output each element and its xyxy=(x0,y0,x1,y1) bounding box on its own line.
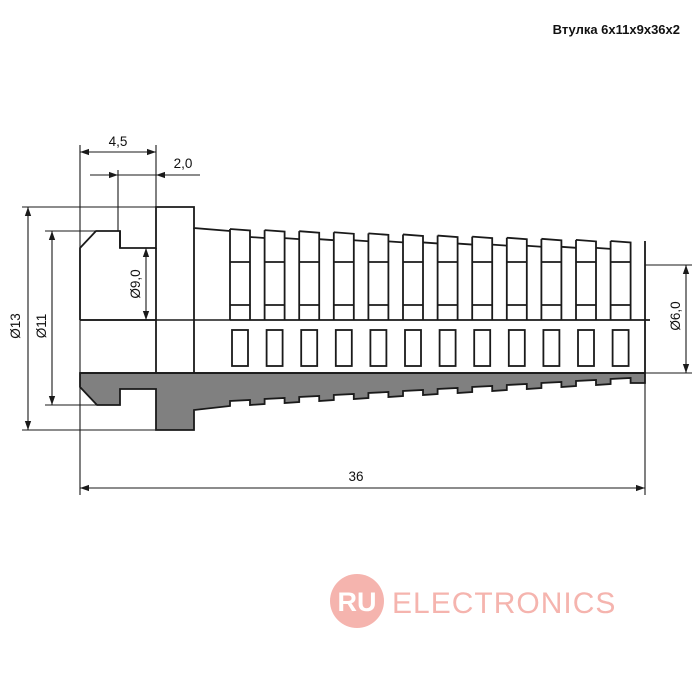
rib-window xyxy=(473,329,492,367)
rib-window xyxy=(577,329,595,367)
rib xyxy=(540,237,563,320)
page-title: Втулка 6x11x9x36x2 xyxy=(552,22,680,37)
rib-window xyxy=(300,329,319,367)
dim-4-5: 4,5 xyxy=(109,134,128,149)
rib xyxy=(436,234,459,320)
ribs-upper xyxy=(229,228,646,373)
rib-valley xyxy=(422,241,438,245)
rib-valley xyxy=(249,236,265,239)
dim-d6: Ø6,0 xyxy=(668,301,683,330)
ru-logo-text: RU xyxy=(338,587,377,617)
rib xyxy=(367,232,390,320)
rib-valley xyxy=(388,240,404,244)
rib xyxy=(575,239,597,320)
dim-36: 36 xyxy=(348,469,363,484)
rib-window xyxy=(265,329,284,367)
rib-window xyxy=(438,329,457,367)
rib-valley xyxy=(284,237,300,240)
rib xyxy=(471,235,494,320)
rib-valley xyxy=(561,245,577,249)
rib xyxy=(332,231,355,320)
rib-valley xyxy=(526,244,542,248)
rib-window xyxy=(369,329,388,367)
rib-valley xyxy=(353,239,369,243)
ru-logo-circle xyxy=(330,574,384,628)
rib-valley xyxy=(492,243,507,247)
dim-d9: Ø9,0 xyxy=(128,269,143,298)
watermark-text: ELECTRONICS xyxy=(392,587,616,620)
rib-valley xyxy=(595,247,611,250)
rib-window xyxy=(542,329,561,367)
dim-d11: Ø11 xyxy=(34,314,49,339)
rib-window xyxy=(231,329,249,367)
rib-window xyxy=(334,329,353,367)
dim-2-0: 2,0 xyxy=(174,156,193,171)
rib-window xyxy=(404,329,422,367)
rib xyxy=(609,240,632,320)
dim-d13: Ø13 xyxy=(8,313,23,339)
rib xyxy=(402,233,424,320)
rib xyxy=(298,230,321,320)
rib-valley xyxy=(319,238,334,242)
rib xyxy=(263,229,286,320)
rib-window xyxy=(611,329,630,367)
rib-valley xyxy=(457,242,473,246)
section-cut xyxy=(79,372,646,431)
rib xyxy=(505,236,528,320)
dimension-labels: 4,5 2,0 36 Ø13 Ø11 Ø9,0 Ø6,0 xyxy=(8,134,683,484)
dimension-lines xyxy=(22,145,692,495)
rib-window xyxy=(507,329,526,367)
sleeve-body xyxy=(79,206,231,321)
watermark: RU ELECTRONICS xyxy=(330,574,616,628)
rib-windows xyxy=(231,329,630,367)
rib xyxy=(229,228,251,320)
